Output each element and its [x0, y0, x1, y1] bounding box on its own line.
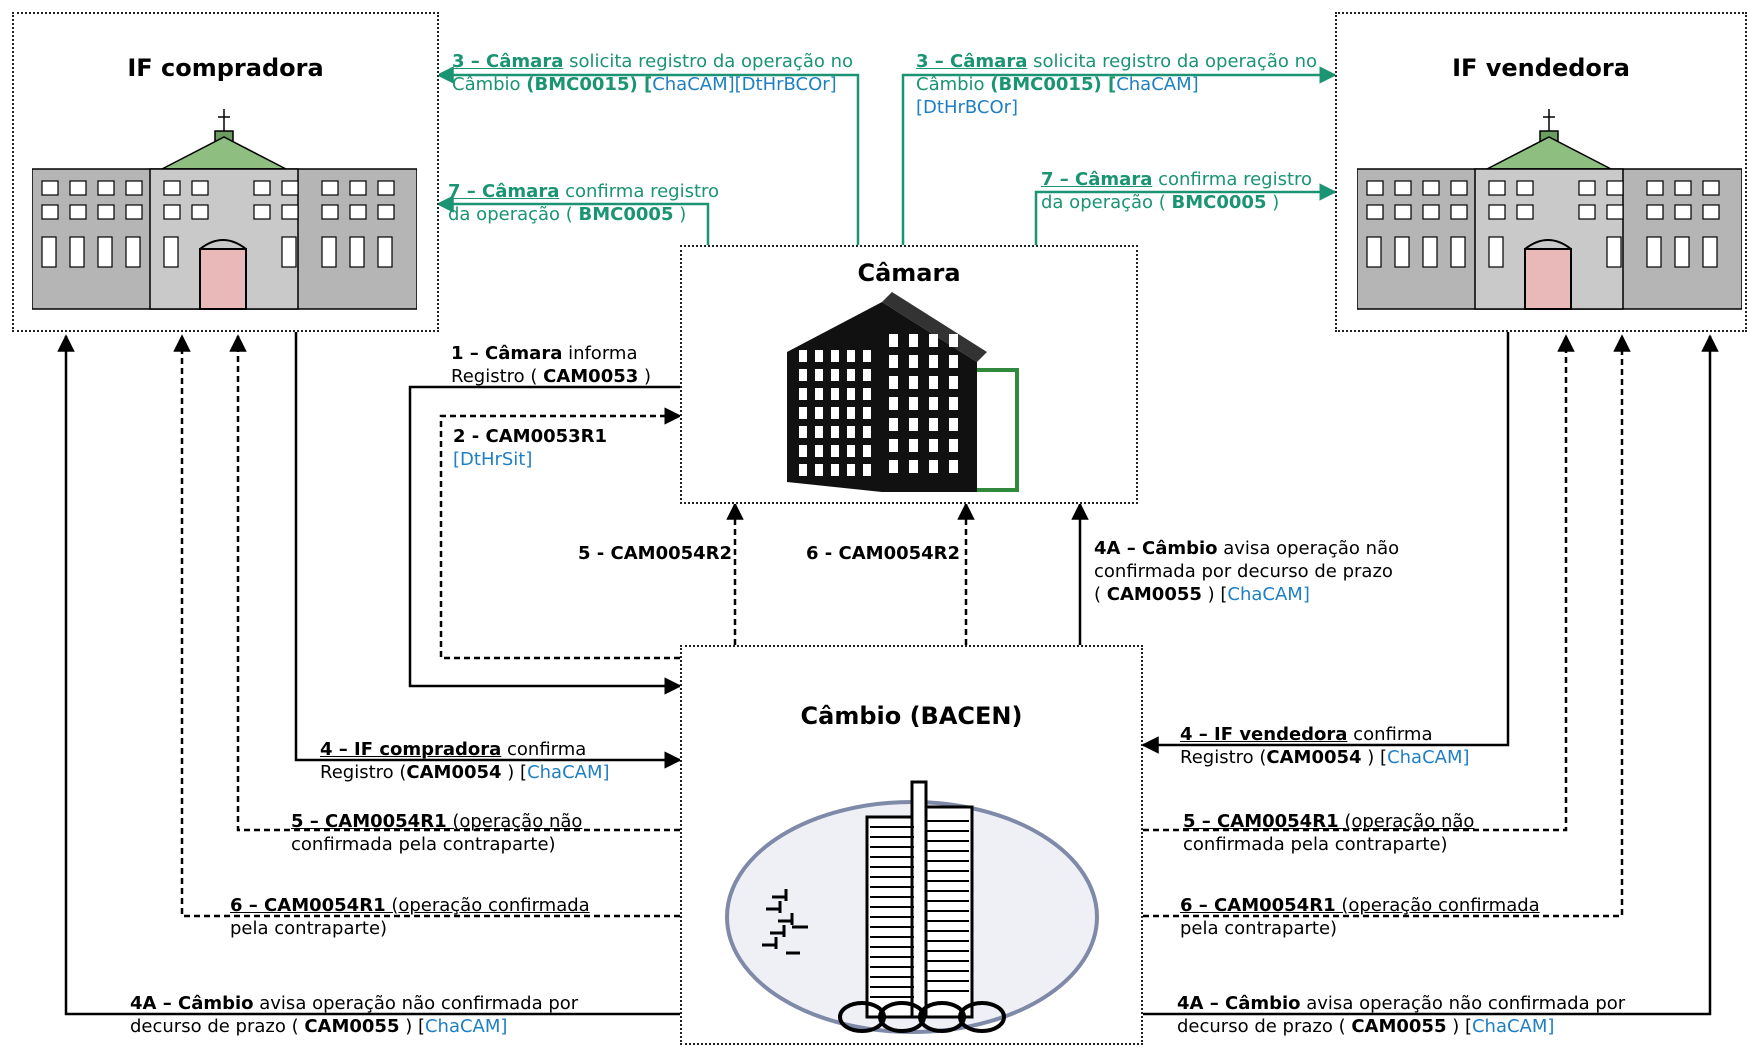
label-msg-7-right: 7 – Câmara confirma registro da operação… — [1041, 169, 1313, 213]
label-msg-3-right: 3 – Câmara solicita registro da operação… — [916, 51, 1318, 118]
arrow-1-camara-to-cambio — [408, 385, 682, 695]
label-msg-6-vendedora: 6 – CAM0054R1 (operação confirmada pela … — [1180, 895, 1540, 939]
arrow-4a-cambio-to-if-vendedora — [1143, 334, 1719, 1016]
label-msg-3-left: 3 – Câmara solicita registro da operação… — [452, 51, 854, 95]
arrow-3-camara-to-if-vendedora — [901, 66, 1337, 245]
label-msg-5-r2: 5 - CAM0054R2 — [578, 543, 733, 564]
label-msg-4a-vendedora: 4A – Câmbio avisa operação não confirmad… — [1177, 993, 1626, 1037]
label-msg-7-left: 7 – Câmara confirma registro da operação… — [448, 181, 720, 225]
government-building-icon — [1357, 109, 1742, 310]
central-bank-tower-logo — [725, 780, 1099, 1034]
arrow-3-camara-to-if-compradora — [436, 66, 860, 245]
government-building-icon — [32, 109, 417, 310]
label-msg-2: 2 - CAM0053R1 [DtHrSit] — [453, 426, 608, 470]
arrow-7-camara-to-if-compradora — [436, 195, 710, 245]
arrow-4-if-compradora-to-cambio — [294, 332, 682, 769]
label-msg-6-compradora: 6 – CAM0054R1 (operação confirmada pela … — [230, 895, 590, 939]
node-if-vendedora: IF vendedora — [1335, 12, 1747, 332]
node-cambio: Câmbio (BACEN) — [680, 645, 1143, 1045]
label-msg-4-vendedora: 4 – IF vendedora confirma Registro (CAM0… — [1180, 724, 1470, 768]
label-msg-5-vendedora: 5 – CAM0054R1 (operação não confirmada p… — [1183, 811, 1475, 855]
arrow-2-cambio-to-camara — [439, 407, 682, 660]
node-if-compradora: IF compradora — [12, 12, 439, 332]
arrow-5-r1-cambio-to-if-vendedora — [1143, 334, 1575, 832]
node-camara: Câmara — [680, 245, 1138, 504]
arrow-4-if-vendedora-to-cambio — [1141, 332, 1510, 754]
arrow-6-r1-cambio-to-if-vendedora — [1143, 334, 1631, 918]
label-msg-5-compradora: 5 – CAM0054R1 (operação não confirmada p… — [291, 811, 583, 855]
arrow-6-r1-cambio-to-if-compradora — [173, 334, 680, 918]
node-title: IF vendedora — [1452, 54, 1630, 82]
node-title: Câmara — [857, 259, 961, 287]
label-msg-1: 1 – Câmara informa Registro ( CAM0053 ) — [451, 343, 652, 387]
corner-office-building-icon — [787, 292, 1019, 492]
arrow-7-camara-to-if-vendedora — [1034, 183, 1337, 250]
label-msg-4a-compradora: 4A – Câmbio avisa operação não confirmad… — [130, 993, 579, 1037]
arrow-5-r1-cambio-to-if-compradora — [229, 334, 680, 832]
node-title: Câmbio (BACEN) — [800, 702, 1023, 730]
label-msg-6-r2: 6 - CAM0054R2 — [806, 543, 961, 564]
label-msg-4a-camara: 4A – Câmbio avisa operação não confirmad… — [1094, 538, 1400, 605]
node-title: IF compradora — [127, 54, 324, 82]
arrow-4a-cambio-to-if-compradora — [57, 334, 680, 1016]
label-msg-4-compradora: 4 – IF compradora confirma Registro (CAM… — [320, 739, 610, 783]
